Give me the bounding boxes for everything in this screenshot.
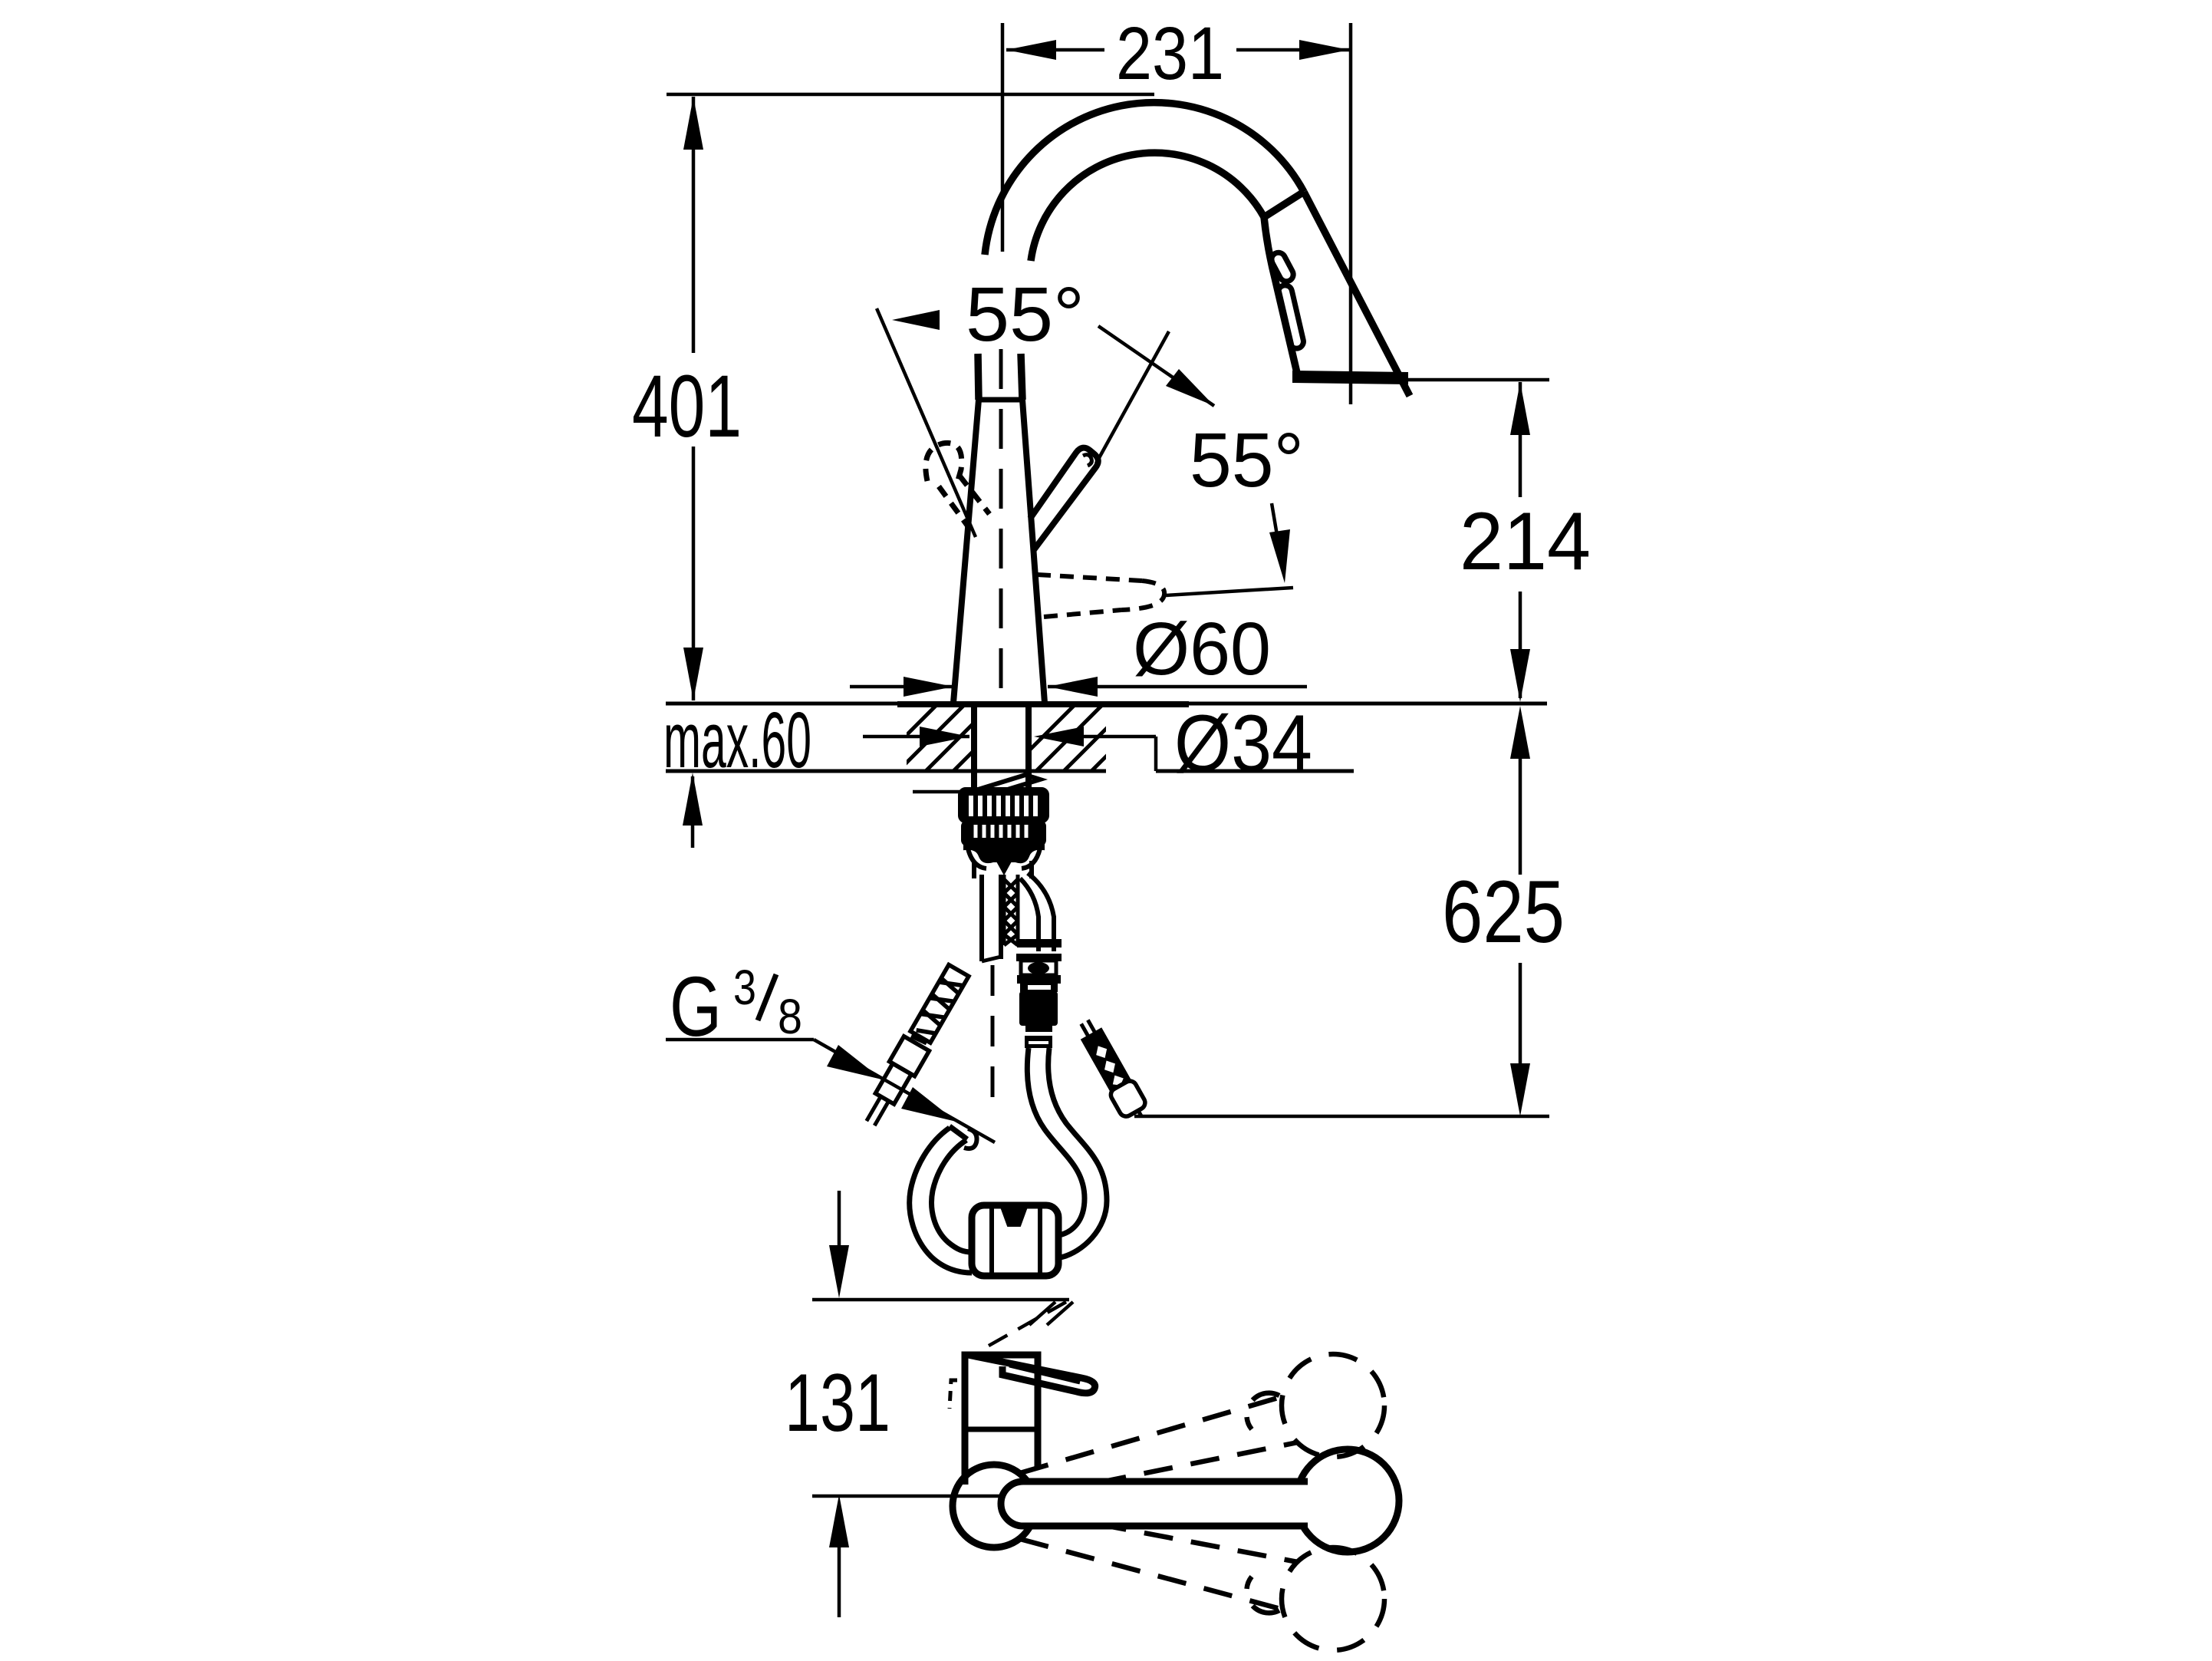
svg-text:Ø60: Ø60 <box>1133 607 1271 690</box>
svg-text:Ø34: Ø34 <box>1174 699 1312 789</box>
svg-text:625: 625 <box>1442 863 1565 961</box>
svg-text:max.60: max.60 <box>663 696 811 784</box>
svg-text:8: 8 <box>778 989 802 1044</box>
svg-text:G: G <box>670 960 722 1054</box>
svg-text:131: 131 <box>785 1356 890 1448</box>
svg-text:231: 231 <box>1116 12 1224 95</box>
svg-text:55°: 55° <box>1190 417 1304 503</box>
svg-text:55°: 55° <box>966 272 1085 358</box>
svg-text:3: 3 <box>733 960 756 1015</box>
svg-text:214: 214 <box>1460 495 1591 587</box>
svg-text:401: 401 <box>632 358 742 456</box>
